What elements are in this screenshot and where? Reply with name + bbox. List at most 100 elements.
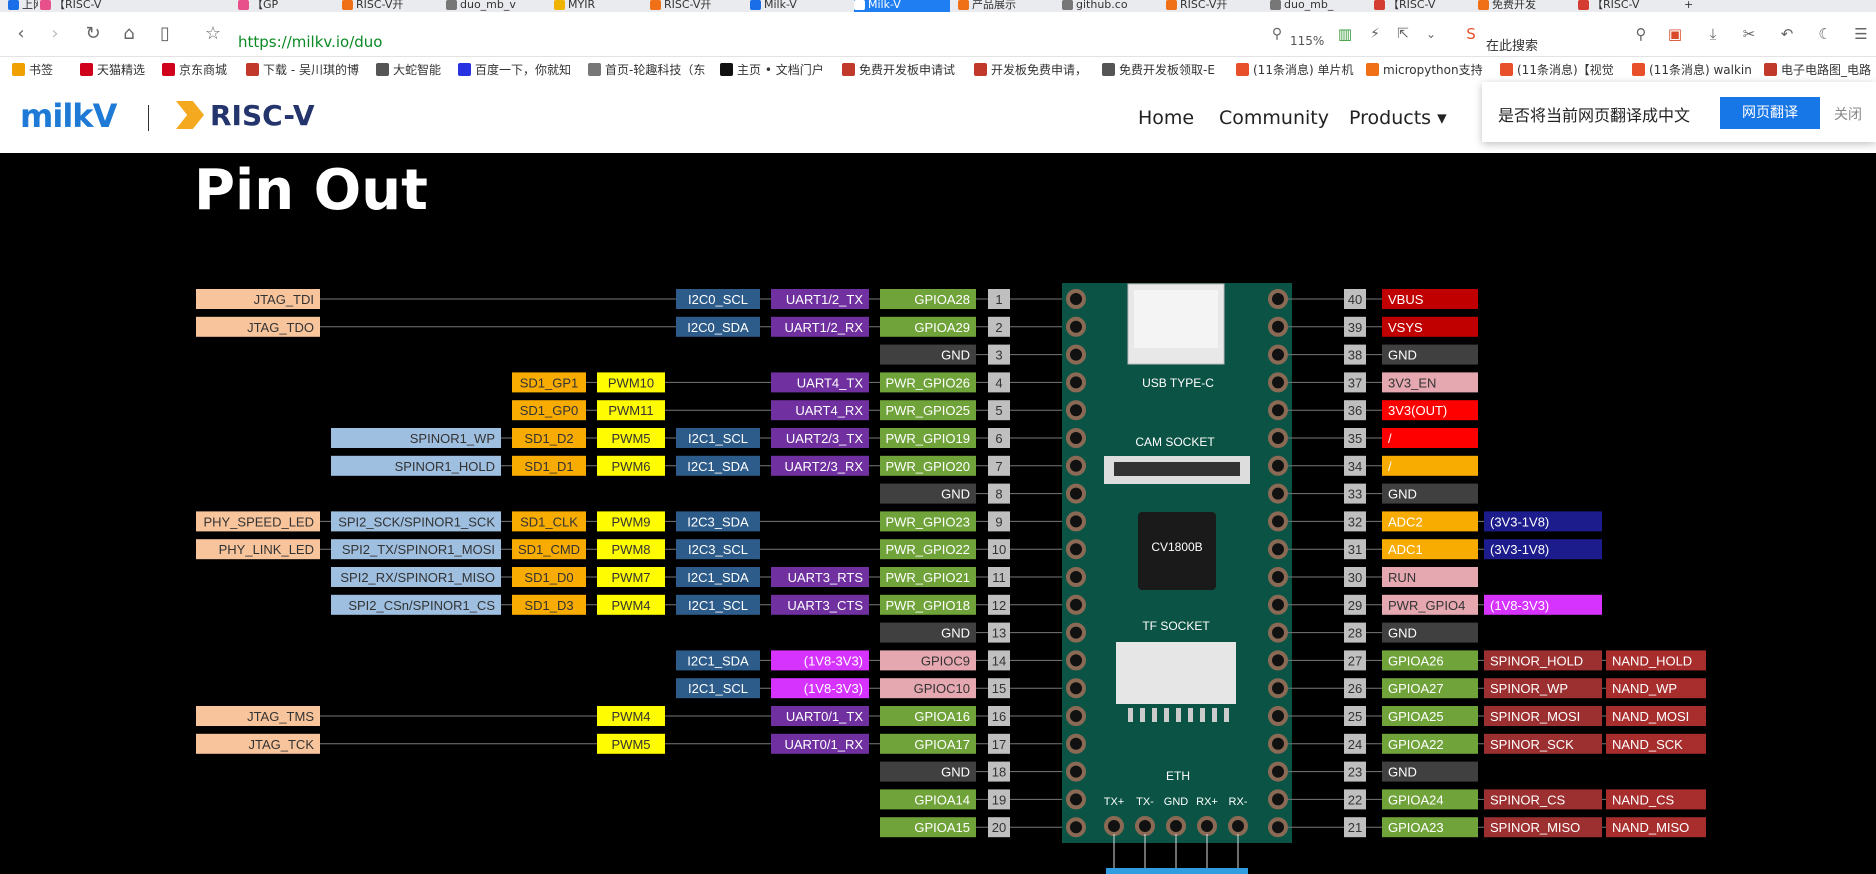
flash-icon[interactable]: ⚡ bbox=[1370, 26, 1380, 42]
browser-tab[interactable]: duo_mb_v bbox=[446, 0, 542, 12]
chevron-down-icon[interactable]: ⌄ bbox=[1425, 27, 1437, 41]
browser-tab[interactable]: 【RISC-V bbox=[1578, 0, 1674, 12]
milkv-logo[interactable]: milkV bbox=[20, 97, 117, 135]
bookmark-item[interactable]: 首页-轮趣科技（东 bbox=[588, 61, 705, 78]
right-pin-30-func: RUN bbox=[1388, 570, 1416, 585]
search-input[interactable]: 在此搜索 bbox=[1486, 39, 1539, 54]
bookmark-item[interactable]: 免费开发板领取-E bbox=[1102, 61, 1215, 78]
forward-icon[interactable]: › bbox=[51, 23, 59, 44]
browser-tab[interactable]: 【RISC-V bbox=[40, 0, 136, 12]
right-pin-27-alt-box bbox=[1606, 650, 1706, 671]
game-icon[interactable]: ▣ bbox=[1667, 25, 1683, 43]
right-pin-25-alt: SPINOR_MOSI bbox=[1490, 709, 1580, 724]
new-tab-icon[interactable]: + bbox=[1684, 0, 1694, 11]
bookmark-label: 免费开发板领取-E bbox=[1119, 63, 1215, 77]
browser-tab[interactable]: duo_mb_ bbox=[1270, 0, 1366, 12]
left-pin-10-alt-box bbox=[331, 539, 501, 560]
download-icon[interactable]: ⤓ bbox=[1709, 25, 1717, 43]
left-pin-7-alt: I2C1_SDA bbox=[687, 459, 749, 474]
refresh-icon[interactable]: ↻ bbox=[85, 23, 101, 44]
bookmark-label: 首页-轮趣科技（东 bbox=[605, 63, 706, 77]
bookmark-item[interactable]: (11条消息) 单片机 bbox=[1236, 61, 1353, 78]
bookmark-item[interactable]: 主页 • 文档门户 bbox=[720, 61, 824, 78]
left-pin-9-alt: PHY_SPEED_LED bbox=[203, 514, 314, 529]
browser-tab[interactable]: RISC-V开 bbox=[1166, 0, 1262, 12]
left-pin-11-alt: SPI2_RX/SPINOR1_MISO bbox=[340, 570, 495, 585]
bookmark-item[interactable]: 开发板免费申请， bbox=[974, 61, 1087, 78]
browser-tab[interactable]: RISC-V开 bbox=[650, 0, 746, 12]
bookmark-item[interactable]: (11条消息)【视觉 bbox=[1500, 61, 1614, 78]
browser-tab[interactable]: 产品展示 bbox=[958, 0, 1054, 12]
pin-hole-icon bbox=[1268, 428, 1288, 448]
browser-tab[interactable]: 【RISC-V bbox=[1374, 0, 1470, 12]
right-pin-26-func-box bbox=[1382, 678, 1478, 699]
right-pin-31-alt-box bbox=[1484, 539, 1602, 560]
browser-tab[interactable]: RISC-V开 bbox=[342, 0, 438, 12]
left-pin-6-number: 6 bbox=[995, 431, 1002, 446]
left-pin-17-func-box bbox=[880, 733, 976, 754]
bookmark-item[interactable]: (11条消息) walkin bbox=[1632, 61, 1752, 78]
browser-tab[interactable]: Milk-V bbox=[854, 0, 950, 12]
left-pin-13-func-box bbox=[880, 622, 976, 643]
left-pin-12-alt: SPI2_CSn/SPINOR1_CS bbox=[348, 598, 495, 613]
left-pin-17-func: GPIOA17 bbox=[914, 737, 970, 752]
browser-tab[interactable]: Milk-V bbox=[750, 0, 846, 12]
bookmark-item[interactable]: 书签 bbox=[12, 61, 53, 78]
translate-button[interactable]: 网页翻译 bbox=[1720, 97, 1820, 129]
bilibili-icon bbox=[238, 0, 249, 10]
bookmark-item[interactable]: 下载 - 吴川琪的博 bbox=[246, 61, 359, 78]
zoom-level[interactable]: 115% bbox=[1290, 34, 1325, 48]
browser-tab[interactable]: 上网导航 bbox=[8, 0, 38, 12]
flame-icon bbox=[958, 0, 969, 10]
right-pin-23-number-box bbox=[1344, 761, 1366, 782]
home-icon[interactable]: ⌂ bbox=[123, 23, 135, 44]
flame-icon bbox=[1166, 0, 1177, 10]
left-pin-10-alt-box bbox=[196, 539, 320, 560]
left-pin-1-alt: I2C0_SCL bbox=[688, 292, 748, 307]
right-pin-22-func: GPIOA24 bbox=[1388, 792, 1444, 807]
left-pin-12-alt: I2C1_SCL bbox=[688, 598, 748, 613]
browser-tab[interactable]: 免费开发 bbox=[1478, 0, 1574, 12]
left-pin-1-number: 1 bbox=[995, 292, 1002, 307]
translate-close-button[interactable]: 关闭 bbox=[1834, 107, 1862, 123]
pin-hole-icon bbox=[1268, 344, 1288, 365]
bookmark-item[interactable]: 京东商城 bbox=[162, 61, 227, 78]
read-mode-icon[interactable]: ▥ bbox=[1337, 25, 1353, 43]
left-pin-16-func-box bbox=[880, 706, 976, 726]
menu-icon[interactable]: ☰ bbox=[1854, 25, 1868, 43]
pin-hole-icon bbox=[1066, 316, 1086, 337]
scissors-icon[interactable]: ✂ bbox=[1742, 25, 1756, 43]
bookmark-item[interactable]: micropython支持 bbox=[1366, 61, 1483, 78]
nav-products[interactable]: Products ▾ bbox=[1349, 107, 1447, 129]
bookmark-favicon-icon bbox=[162, 63, 175, 76]
right-pin-21-alt: SPINOR_MISO bbox=[1490, 820, 1580, 835]
search-icon[interactable]: ⚲ bbox=[1635, 25, 1647, 43]
riscv-logo[interactable]: RISC-V bbox=[176, 99, 315, 132]
left-pin-17-number: 17 bbox=[992, 737, 1006, 752]
pin-hole-icon bbox=[1066, 539, 1086, 560]
pin-hole-icon bbox=[1066, 428, 1086, 448]
bookmark-item[interactable]: 天猫精选 bbox=[80, 61, 145, 78]
bookmark-item[interactable]: 免费开发板申请试 bbox=[842, 61, 955, 78]
left-pin-7-alt: SD1_D1 bbox=[524, 459, 573, 474]
right-pin-36-number-box bbox=[1344, 400, 1366, 421]
tab-label: 【GP bbox=[252, 0, 279, 11]
tab-label: Milk-V bbox=[764, 0, 797, 11]
browser-tab[interactable]: MYIR bbox=[554, 0, 650, 12]
undo-icon[interactable]: ↶ bbox=[1780, 25, 1794, 43]
bookmark-item[interactable]: 百度一下，你就知 bbox=[458, 61, 571, 78]
bookmark-item[interactable]: 大蛇智能 bbox=[376, 61, 441, 78]
share-icon[interactable]: ⇱ bbox=[1397, 26, 1409, 42]
reader-icon[interactable]: ▯ bbox=[160, 23, 170, 44]
nav-community[interactable]: Community bbox=[1219, 107, 1329, 129]
bookmark-star-icon[interactable]: ☆ bbox=[204, 23, 222, 44]
left-pin-8-func-box bbox=[880, 483, 976, 504]
moon-icon[interactable]: ☾ bbox=[1818, 25, 1832, 43]
back-icon[interactable]: ‹ bbox=[17, 23, 25, 44]
browser-tab[interactable]: github.co bbox=[1062, 0, 1158, 12]
browser-tab[interactable]: 【GP bbox=[238, 0, 334, 12]
address-bar[interactable]: https://milkv.io/duo bbox=[238, 33, 383, 51]
search-engine-icon[interactable]: S bbox=[1466, 25, 1476, 43]
nav-home[interactable]: Home bbox=[1138, 107, 1195, 129]
bookmark-item[interactable]: 电子电路图_电路 bbox=[1764, 61, 1871, 78]
